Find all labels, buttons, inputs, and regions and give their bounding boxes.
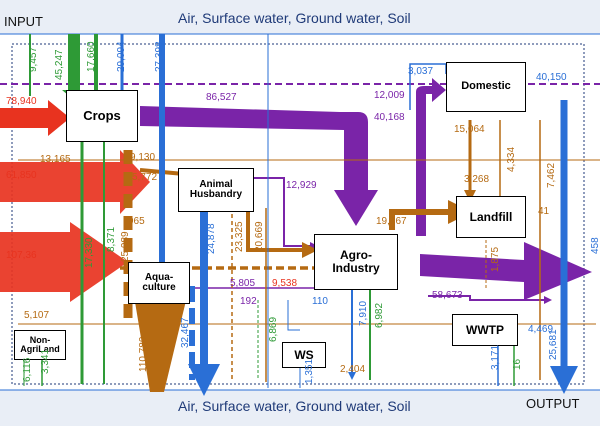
brown-funnel-aqua — [132, 284, 190, 392]
flow-label-domestic-to-landfill: 15,064 — [454, 124, 485, 135]
ws-node: WS — [282, 342, 326, 368]
purple-58673-line — [428, 295, 552, 304]
flow-label-domestic-brown-4334: 4,334 — [506, 146, 517, 172]
flow-label-crops-to-animal: 9,130 — [130, 152, 156, 163]
flow-label-crops-top-in4: 29,094 — [116, 41, 127, 72]
flow-label-green-6982: 6,982 — [374, 302, 385, 328]
flow-label-crops-top-in2: 45,247 — [54, 49, 65, 80]
flow-label-green-6869: 6,869 — [268, 316, 279, 342]
flow-label-right-458: 458 — [590, 237, 600, 254]
purple-agro-output — [420, 242, 592, 300]
agro-label-line1: Agro- — [340, 248, 372, 263]
flow-label-agro-out-58673: 58,673 — [432, 290, 463, 301]
flow-label-brown-23325: 23,325 — [234, 221, 245, 252]
flow-label-aqua-to-agro: 5,805 — [230, 278, 256, 289]
red-input-arrow-crops — [0, 100, 70, 136]
flow-label-crops-left-out: 13,165 — [40, 154, 71, 165]
system-boundary — [11, 43, 585, 385]
flow-label-ws-out-2404: 2,404 — [340, 364, 366, 375]
flow-label-brown-110780: 110,780 — [138, 336, 149, 372]
flow-label-domestic-top-in: 3,037 — [408, 66, 434, 77]
bottom-band-label: Air, Surface water, Ground water, Soil — [178, 398, 411, 414]
brown-animal-to-agro — [246, 208, 318, 258]
flow-label-agro-to-landfill: 19,967 — [376, 216, 407, 227]
flow-label-flow-192: 192 — [240, 296, 257, 307]
flow-label-flow-5107: 5,107 — [24, 310, 50, 321]
nonagriland-node: Non- AgriLand — [14, 330, 66, 360]
input-label: INPUT — [4, 14, 43, 29]
green-45247-arrow — [62, 34, 86, 100]
agro-label-line2: Industry — [332, 261, 380, 275]
flow-label-landfill-41: 41 — [538, 206, 550, 217]
flow-label-flow-6116: 6,116 — [22, 357, 33, 382]
flow-label-blue-7910: 7,910 — [358, 300, 369, 326]
blue-agro-to-ws — [287, 300, 300, 331]
flow-label-domestic-out: 40,150 — [536, 72, 567, 83]
nonagri-label-line2: AgriLand — [20, 344, 60, 354]
agro-industry-node: Agro- Industry — [314, 234, 398, 290]
flow-label-crops-top-in1: 9,457 — [28, 46, 39, 72]
animal-label-line2: Husbandry — [189, 189, 243, 200]
flow-label-animal-to-agro: 12,929 — [286, 180, 317, 191]
flow-label-brown-25089: 25,089 — [120, 231, 131, 262]
flow-label-blue-24878: 24,878 — [206, 223, 217, 254]
flow-label-crops-red-in: 78,940 — [6, 96, 37, 107]
flow-label-green-8371: 8,371 — [106, 226, 117, 252]
landfill-node: Landfill — [456, 196, 526, 238]
flow-label-flow-3341: 3,341 — [40, 348, 51, 374]
flow-label-domestic-brown-3268: 3,268 — [464, 174, 490, 185]
flow-label-animal-to-agro-9538: 9,538 — [272, 278, 298, 289]
flow-label-blue-32467: 32,467 — [180, 317, 191, 348]
flow-label-crops-to-agro: 86,527 — [206, 92, 237, 103]
nonagri-label-line1: Non- — [29, 334, 51, 345]
flow-label-green-17330: 17,330 — [84, 237, 95, 268]
output-label: OUTPUT — [526, 396, 580, 411]
bottom-environment-band — [0, 390, 600, 426]
flow-label-crops-top-in3: 17,660 — [86, 41, 97, 72]
animal-label-line1: Animal — [199, 178, 233, 190]
flow-label-crops-down-965: 965 — [128, 216, 145, 227]
ws-label: WS — [294, 347, 314, 362]
flow-label-flow-1875: 1,875 — [490, 246, 501, 272]
flow-label-ws-in-1351: 1,351 — [304, 358, 315, 384]
red-input-arrow-aqua — [0, 222, 128, 302]
landfill-label: Landfill — [469, 209, 513, 224]
flow-label-animal-red-in: 61,850 — [6, 170, 37, 181]
flow-label-flow-110: 110 — [312, 296, 328, 307]
flow-label-aqua-red-in: 107,36 — [6, 250, 37, 261]
purple-animal-to-agro — [254, 177, 318, 250]
domestic-label: Domestic — [461, 80, 511, 93]
flow-label-blue-25681: 25,681 — [548, 329, 559, 360]
wwtp-label: WWTP — [466, 322, 504, 337]
purple-agro-to-domestic — [416, 78, 446, 236]
brown-agro-to-landfill — [389, 200, 472, 230]
top-environment-band — [0, 0, 600, 34]
flow-label-brown-20669: 20,669 — [254, 221, 265, 252]
aquaculture-node: Aqua- culture — [128, 262, 190, 304]
flow-label-animal-in: 5,772 — [132, 172, 158, 183]
wwtp-node: WWTP — [452, 314, 518, 346]
animal-husbandry-node: Animal Husbandry — [178, 168, 254, 212]
crops-node: Crops — [66, 90, 138, 142]
red-input-arrow-animal — [0, 150, 150, 214]
crops-label: Crops — [83, 108, 121, 124]
aqua-label-line2: culture — [142, 282, 176, 293]
purple-crops-to-agro — [140, 106, 378, 226]
flow-label-crops-top-in5: 27,398 — [154, 41, 165, 72]
aqua-label-line1: Aqua- — [144, 271, 174, 283]
flow-label-landfill-7462: 7,462 — [546, 162, 557, 188]
flow-label-agro-to-domestic2: 40,168 — [374, 112, 405, 123]
domestic-node: Domestic — [446, 62, 526, 112]
flow-label-flow-4469: 4,469 — [528, 324, 554, 335]
flow-label-wwtp-16: 16 — [512, 358, 523, 370]
flow-label-agro-to-domestic1: 12,009 — [374, 90, 405, 101]
flow-label-wwtp-3171: 3,171 — [490, 344, 501, 370]
top-band-label: Air, Surface water, Ground water, Soil — [178, 10, 411, 26]
